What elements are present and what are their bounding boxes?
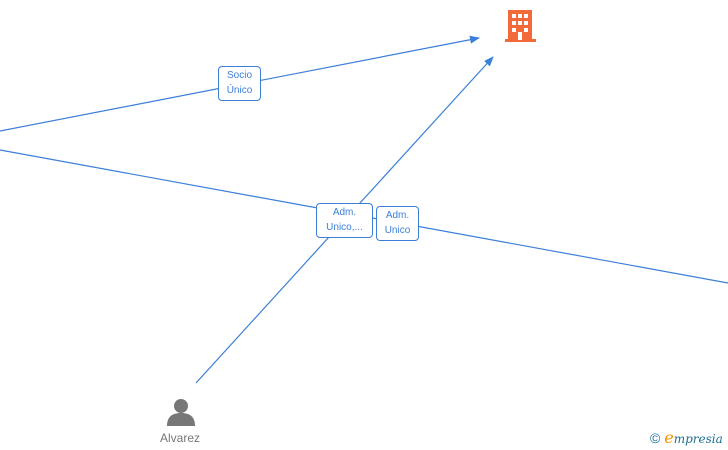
- building-icon[interactable]: [505, 10, 536, 42]
- label-line: Unico: [384, 225, 411, 236]
- label-line: Único: [226, 85, 253, 96]
- copyright-symbol: ©: [650, 430, 661, 446]
- person-icon[interactable]: [167, 399, 195, 426]
- label-line: Unico,...: [326, 222, 363, 233]
- brand-rest: mpresia: [673, 432, 723, 446]
- person-name[interactable]: Alvarez: [159, 431, 200, 445]
- empresia-logo: © empresia: [650, 428, 723, 447]
- brand-e: e: [664, 428, 674, 447]
- label-line: Adm.: [332, 207, 357, 218]
- edge-label-socio-unico[interactable]: Socio Único: [218, 66, 261, 101]
- label-line: Adm.: [385, 210, 410, 221]
- label-line: Socio: [226, 70, 252, 81]
- edge-label-adm-unico[interactable]: Adm. Unico: [376, 206, 419, 241]
- edge-label-adm-unico-2[interactable]: Adm. Unico,...: [316, 203, 373, 238]
